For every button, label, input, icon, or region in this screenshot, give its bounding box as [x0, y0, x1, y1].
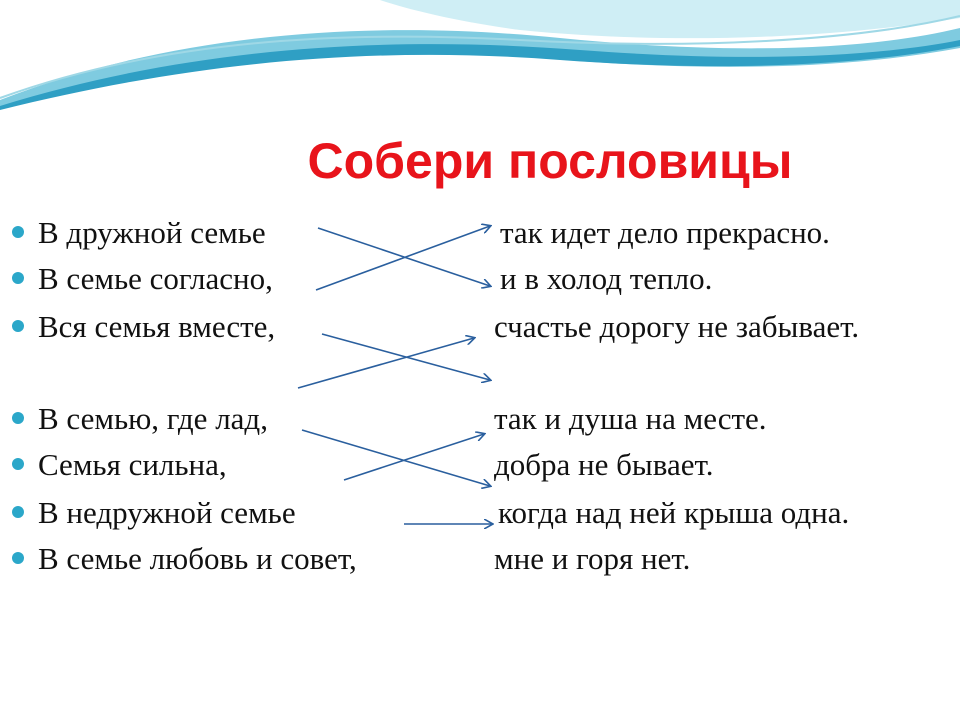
left-item-6: В недружной семье: [38, 495, 296, 530]
arrow-3: [321, 333, 490, 380]
bullet-icon: [12, 320, 24, 332]
right-item-7: мне и горя нет.: [494, 541, 691, 576]
bullet-icon: [12, 552, 24, 564]
arrow-1: [317, 227, 490, 286]
right-item-1: так идет дело прекрасно.: [500, 215, 830, 250]
right-item-6: когда над ней крыша одна.: [498, 495, 850, 530]
bullet-icon: [12, 506, 24, 518]
left-item-7: В семье любовь и совет,: [38, 541, 357, 576]
arrow-5: [301, 429, 490, 486]
right-item-5: добра не бывает.: [494, 447, 714, 482]
bullet-icon: [12, 412, 24, 424]
left-item-4: В семью, где лад,: [38, 401, 268, 436]
bullet-icon: [12, 226, 24, 238]
left-item-1: В дружной семье: [38, 215, 266, 250]
wave-header-decoration: [0, 0, 960, 110]
right-item-3: счастье дорогу не забывает.: [494, 309, 860, 344]
right-item-2: и в холод тепло.: [500, 261, 713, 296]
right-item-4: так и душа на месте.: [494, 401, 767, 436]
bullet-icon: [12, 272, 24, 284]
bullet-icon: [12, 458, 24, 470]
left-item-3: Вся семья вместе,: [38, 309, 276, 344]
left-item-2: В семье согласно,: [38, 261, 273, 296]
left-item-5: Семья сильна,: [38, 447, 227, 482]
arrow-2: [315, 226, 490, 291]
slide-title: Собери пословицы: [307, 133, 793, 189]
arrow-4: [297, 338, 474, 389]
arrow-6: [343, 434, 484, 481]
